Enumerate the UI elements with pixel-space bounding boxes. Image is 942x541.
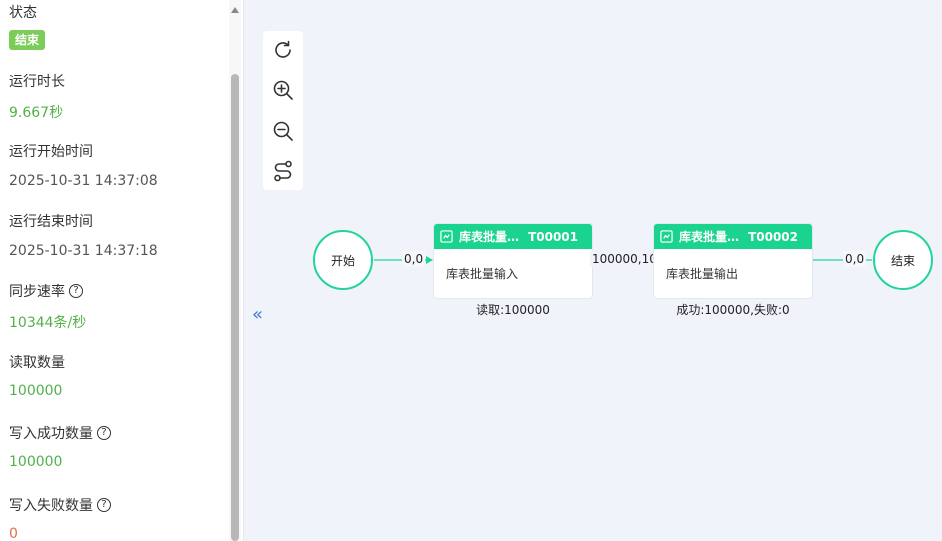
status-label: 状态 xyxy=(9,5,37,21)
canvas-toolbar xyxy=(263,31,303,190)
start-node-label: 开始 xyxy=(330,253,355,268)
end-time-value: 2025-10-31 14:37:18 xyxy=(9,243,158,259)
start-time-value: 2025-10-31 14:37:08 xyxy=(9,173,158,189)
sync-rate-value: 10344条/秒 xyxy=(9,315,87,331)
edge-label: 0,0 xyxy=(402,251,426,267)
start-time-label: 运行开始时间 xyxy=(9,144,93,160)
task-description: 库表批量输出 xyxy=(666,267,739,281)
zoom-in-icon[interactable] xyxy=(271,78,295,102)
task-code: T00002 xyxy=(748,229,798,244)
task-name: 库表批量… xyxy=(459,230,520,244)
scrollbar-thumb[interactable] xyxy=(231,74,239,541)
scroll-up-arrow-icon[interactable] xyxy=(231,7,239,13)
table-sync-icon xyxy=(440,230,453,243)
task-node-t00002[interactable]: 库表批量… T00002 库表批量输出 xyxy=(653,223,813,299)
layout-route-icon[interactable] xyxy=(271,159,295,183)
collapse-panel-button[interactable]: « xyxy=(252,304,264,325)
edge-label: 100000,100 xyxy=(590,251,667,267)
task-code: T00001 xyxy=(528,229,578,244)
write-success-label: 写入成功数量 ? xyxy=(9,423,111,443)
write-fail-label: 写入失败数量 ? xyxy=(9,495,111,515)
read-count-label: 读取数量 xyxy=(9,355,65,371)
task-description: 库表批量输入 xyxy=(446,267,519,281)
task-header: 库表批量… T00002 xyxy=(654,224,812,249)
sync-rate-label: 同步速率 ? xyxy=(9,281,83,301)
task-caption: 成功:100000,失败:0 xyxy=(676,303,790,317)
end-node-label: 结束 xyxy=(890,253,915,268)
refresh-icon[interactable] xyxy=(271,38,295,62)
duration-value: 9.667秒 xyxy=(9,105,64,121)
task-name: 库表批量… xyxy=(679,230,740,244)
read-count-value: 100000 xyxy=(9,383,63,399)
start-node[interactable]: 开始 xyxy=(313,230,373,290)
help-icon[interactable]: ? xyxy=(97,426,111,440)
status-badge: 结束 xyxy=(9,30,46,50)
end-time-label: 运行结束时间 xyxy=(9,214,93,230)
run-info-panel: 状态 结束 运行时长 9.667秒 运行开始时间 2025-10-31 14:3… xyxy=(0,0,241,541)
write-fail-value: 0 xyxy=(9,526,18,541)
duration-label: 运行时长 xyxy=(9,74,65,90)
help-icon[interactable]: ? xyxy=(69,284,83,298)
table-sync-icon xyxy=(660,230,673,243)
task-caption: 读取:100000 xyxy=(476,303,550,317)
edge-label: 0,0 xyxy=(843,251,867,267)
write-success-value: 100000 xyxy=(9,454,63,470)
end-node[interactable]: 结束 xyxy=(873,230,933,290)
task-node-t00001[interactable]: 库表批量… T00001 库表批量输入 xyxy=(433,223,593,299)
zoom-out-icon[interactable] xyxy=(271,119,295,143)
help-icon[interactable]: ? xyxy=(97,498,111,512)
task-header: 库表批量… T00001 xyxy=(434,224,592,249)
